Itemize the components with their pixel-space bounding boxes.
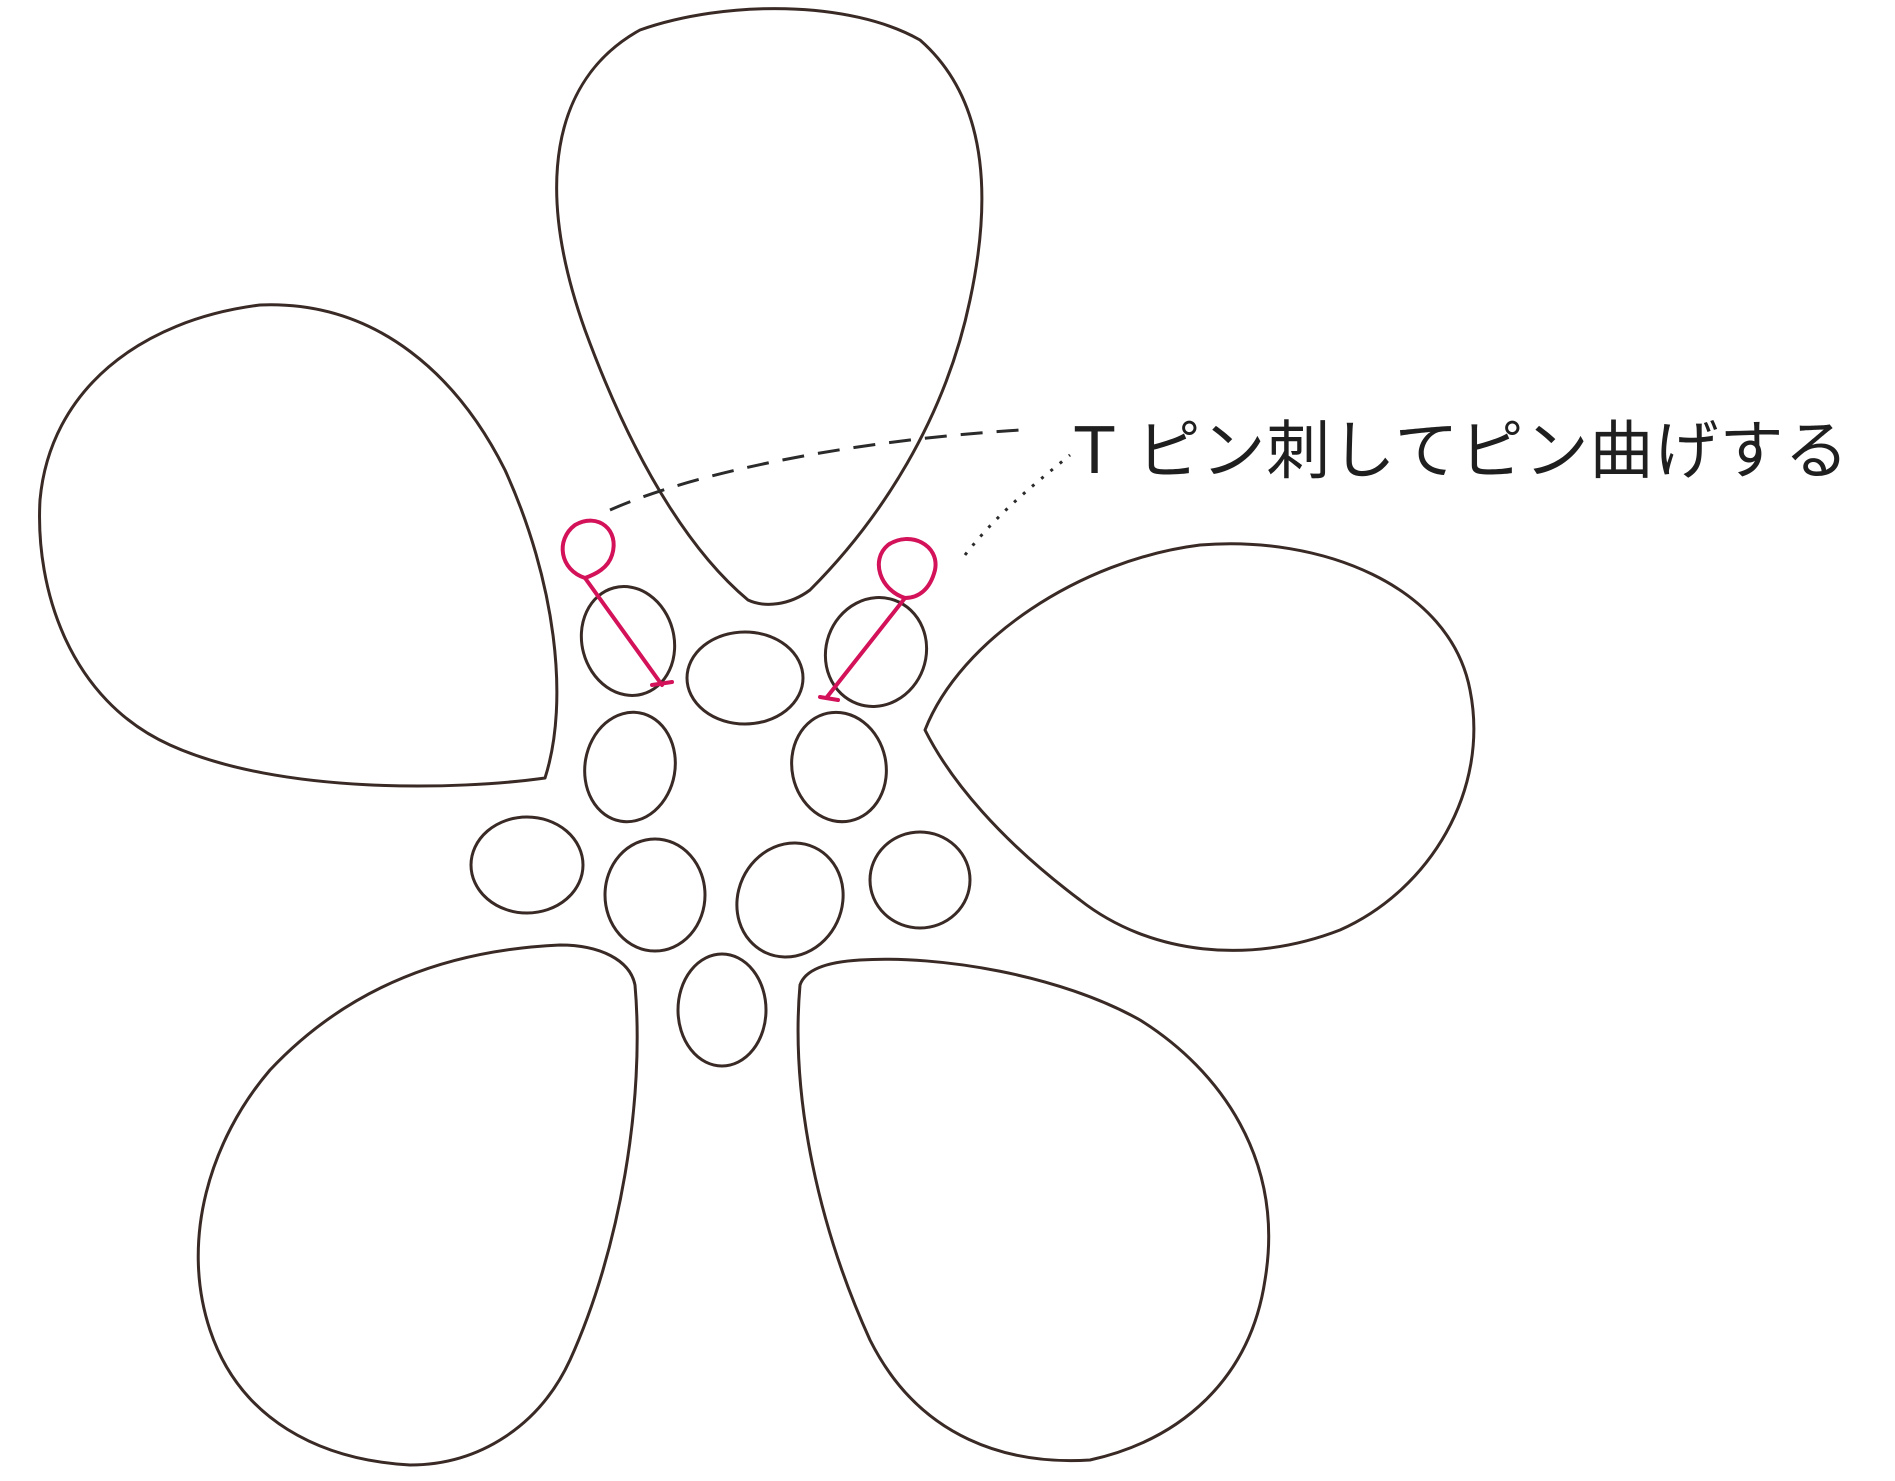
bead-lower-left	[605, 839, 705, 951]
bead-mid-right	[782, 703, 897, 830]
bead-lower-far-left	[471, 817, 583, 913]
petal-bottom-right	[798, 959, 1269, 1460]
bead-lower-right	[718, 825, 861, 974]
bead-lower-far-right	[870, 832, 970, 928]
bead-upper-center	[687, 632, 803, 724]
annotation-label: T ピン刺してピン曲げする	[1075, 400, 1850, 492]
bead-mid-left	[576, 705, 684, 829]
petal-top	[557, 9, 982, 605]
bead-bottom-center	[678, 954, 766, 1066]
leader-lines	[610, 430, 1070, 555]
petal-left	[40, 305, 557, 786]
petal-bottom-left	[198, 945, 637, 1465]
t-pins	[563, 521, 936, 700]
leader-line-left	[610, 430, 1020, 510]
t-pin-left	[563, 521, 672, 685]
leader-line-right	[965, 455, 1070, 555]
petals	[40, 9, 1474, 1465]
beads	[471, 576, 970, 1066]
petal-right	[925, 544, 1474, 951]
